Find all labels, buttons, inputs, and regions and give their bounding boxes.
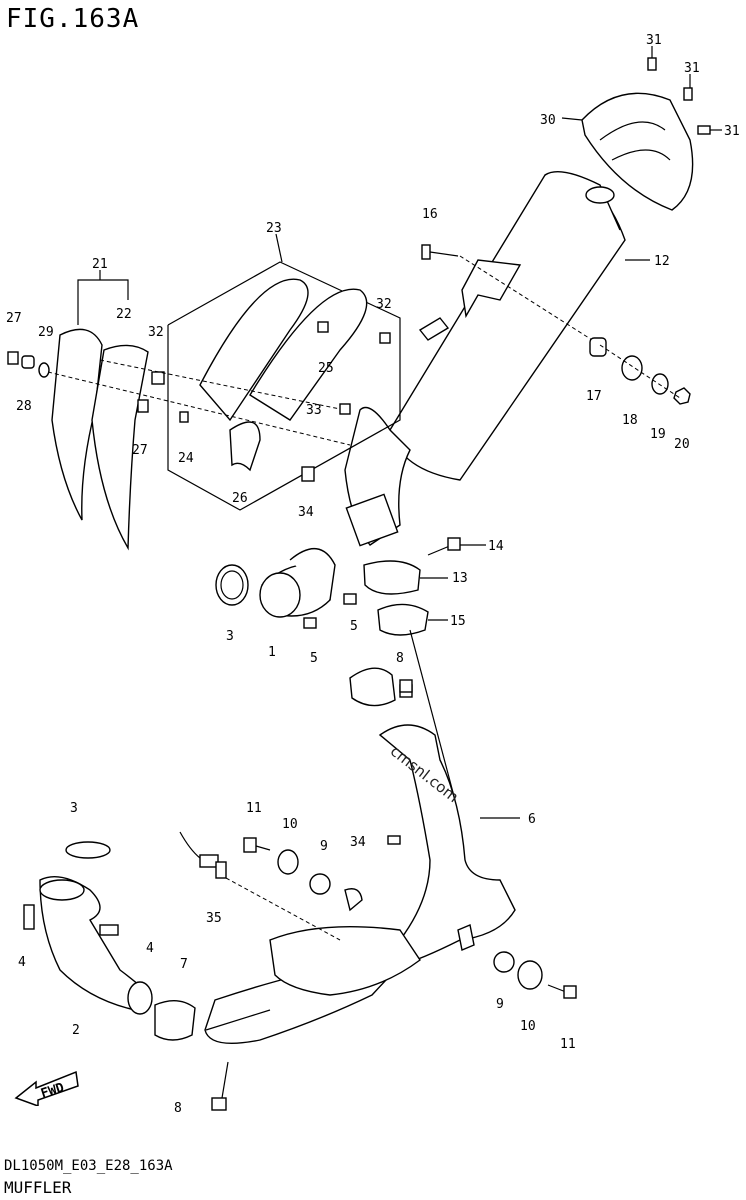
callout-26: 26 bbox=[232, 491, 248, 506]
callout-32-b: 32 bbox=[376, 297, 392, 312]
collar-9-a bbox=[309, 873, 331, 895]
grommet-29 bbox=[38, 362, 50, 378]
rubber-18 bbox=[621, 355, 643, 381]
callout-25: 25 bbox=[318, 361, 334, 376]
rubber-10-b bbox=[517, 960, 543, 990]
callout-6: 6 bbox=[528, 812, 536, 827]
callout-31-b: 31 bbox=[684, 61, 700, 76]
exhaust-pipe-6 bbox=[204, 667, 516, 1045]
callout-19: 19 bbox=[650, 427, 666, 442]
heat-shield-22 bbox=[91, 344, 149, 551]
connector-1 bbox=[259, 548, 336, 618]
bolt-8-b bbox=[211, 1061, 229, 1111]
callout-16: 16 bbox=[422, 207, 438, 222]
callout-8-b: 8 bbox=[174, 1101, 182, 1116]
nut-20 bbox=[673, 387, 691, 405]
heat-shield-set-box bbox=[167, 261, 401, 511]
muffler-end-cover bbox=[581, 92, 694, 211]
bolt-14 bbox=[427, 537, 461, 556]
callout-27-b: 27 bbox=[132, 443, 148, 458]
gasket-15 bbox=[377, 603, 429, 636]
callout-17: 17 bbox=[586, 389, 602, 404]
nut-33 bbox=[339, 403, 351, 415]
callout-24: 24 bbox=[178, 451, 194, 466]
gasket-3-a bbox=[215, 564, 249, 606]
callout-34-b: 34 bbox=[350, 835, 366, 850]
rubber-10-a bbox=[277, 849, 299, 875]
muffler-body bbox=[344, 171, 626, 547]
nut-34-a bbox=[301, 466, 315, 482]
callout-20: 20 bbox=[674, 437, 690, 452]
figure-code: DL1050M_E03_E28_163A bbox=[4, 1158, 173, 1174]
bolt-16 bbox=[421, 244, 459, 260]
callout-2: 2 bbox=[72, 1023, 80, 1038]
bolt-8-a bbox=[399, 679, 413, 693]
fwd-label: FWD bbox=[39, 1080, 66, 1102]
bolt-5-b bbox=[303, 617, 317, 629]
callout-5-a: 5 bbox=[350, 619, 358, 634]
collar-28 bbox=[21, 355, 35, 369]
exhaust-pipe-2 bbox=[39, 876, 153, 1015]
callout-5-b: 5 bbox=[310, 651, 318, 666]
callout-22: 22 bbox=[116, 307, 132, 322]
collar-17 bbox=[589, 337, 607, 357]
callout-35: 35 bbox=[206, 911, 222, 926]
callout-29: 29 bbox=[38, 325, 54, 340]
nut-34-b bbox=[387, 835, 401, 845]
callout-3-b: 3 bbox=[70, 801, 78, 816]
callout-3-a: 3 bbox=[226, 629, 234, 644]
callout-30: 30 bbox=[540, 113, 556, 128]
clip-27-b bbox=[137, 399, 149, 413]
callout-9-a: 9 bbox=[320, 839, 328, 854]
callout-1: 1 bbox=[268, 645, 276, 660]
bolt-31-b bbox=[683, 74, 693, 101]
gasket-3-b bbox=[65, 841, 111, 859]
callout-23: 23 bbox=[266, 221, 282, 236]
heat-shield-21 bbox=[51, 328, 103, 521]
callout-10-a: 10 bbox=[282, 817, 298, 832]
callout-4-a: 4 bbox=[18, 955, 26, 970]
sensor-35 bbox=[179, 831, 227, 879]
bolt-5-a bbox=[343, 593, 357, 605]
bolt-11-a bbox=[243, 837, 271, 853]
callout-11-a: 11 bbox=[246, 801, 262, 816]
callout-10-b: 10 bbox=[520, 1019, 536, 1034]
gasket-7 bbox=[154, 1000, 196, 1041]
callout-27-a: 27 bbox=[6, 311, 22, 326]
callout-34-a: 34 bbox=[298, 505, 314, 520]
callout-7: 7 bbox=[180, 957, 188, 972]
clip-27-a bbox=[7, 351, 19, 365]
callout-13: 13 bbox=[452, 571, 468, 586]
callout-4-b: 4 bbox=[146, 941, 154, 956]
bolt-31-a bbox=[647, 46, 657, 71]
callout-31-a: 31 bbox=[646, 33, 662, 48]
bolt-11-b bbox=[547, 984, 577, 999]
bolt-4-b bbox=[99, 924, 119, 936]
callout-9-b: 9 bbox=[496, 997, 504, 1012]
collar-9-b bbox=[493, 951, 515, 973]
callout-28: 28 bbox=[16, 399, 32, 414]
bolt-4-a bbox=[23, 904, 35, 930]
figure-name: MUFFLER bbox=[4, 1178, 72, 1197]
clamp-13 bbox=[363, 560, 421, 595]
callout-33: 33 bbox=[306, 403, 322, 418]
callout-8-a: 8 bbox=[396, 651, 404, 666]
washer-19 bbox=[651, 373, 669, 395]
callout-12: 12 bbox=[654, 254, 670, 269]
callout-18: 18 bbox=[622, 413, 638, 428]
fwd-arrow-icon: FWD bbox=[14, 1070, 79, 1106]
callout-14: 14 bbox=[488, 539, 504, 554]
callout-15: 15 bbox=[450, 614, 466, 629]
bolt-31-c bbox=[697, 125, 722, 135]
callout-32-a: 32 bbox=[148, 325, 164, 340]
callout-11-b: 11 bbox=[560, 1037, 576, 1052]
callout-21: 21 bbox=[92, 257, 108, 272]
figure-title: FIG.163A bbox=[6, 4, 140, 34]
callout-31-c: 31 bbox=[724, 124, 740, 139]
